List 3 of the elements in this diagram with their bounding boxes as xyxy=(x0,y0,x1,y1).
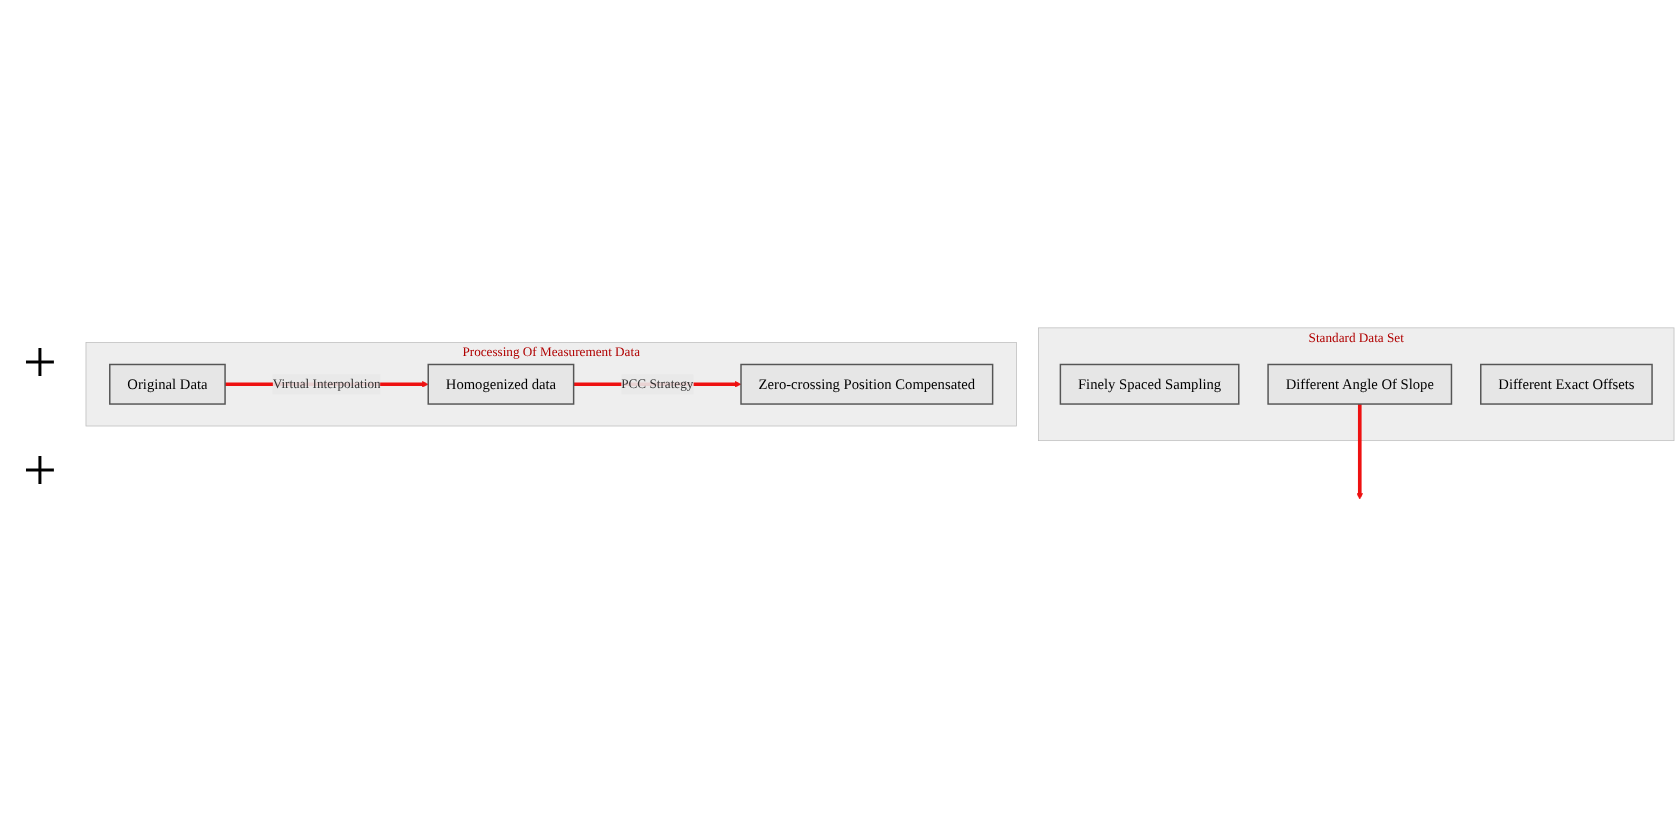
plus-sign: + xyxy=(23,330,57,398)
arrow xyxy=(1356,404,1363,500)
plus-sign: + xyxy=(23,438,57,506)
